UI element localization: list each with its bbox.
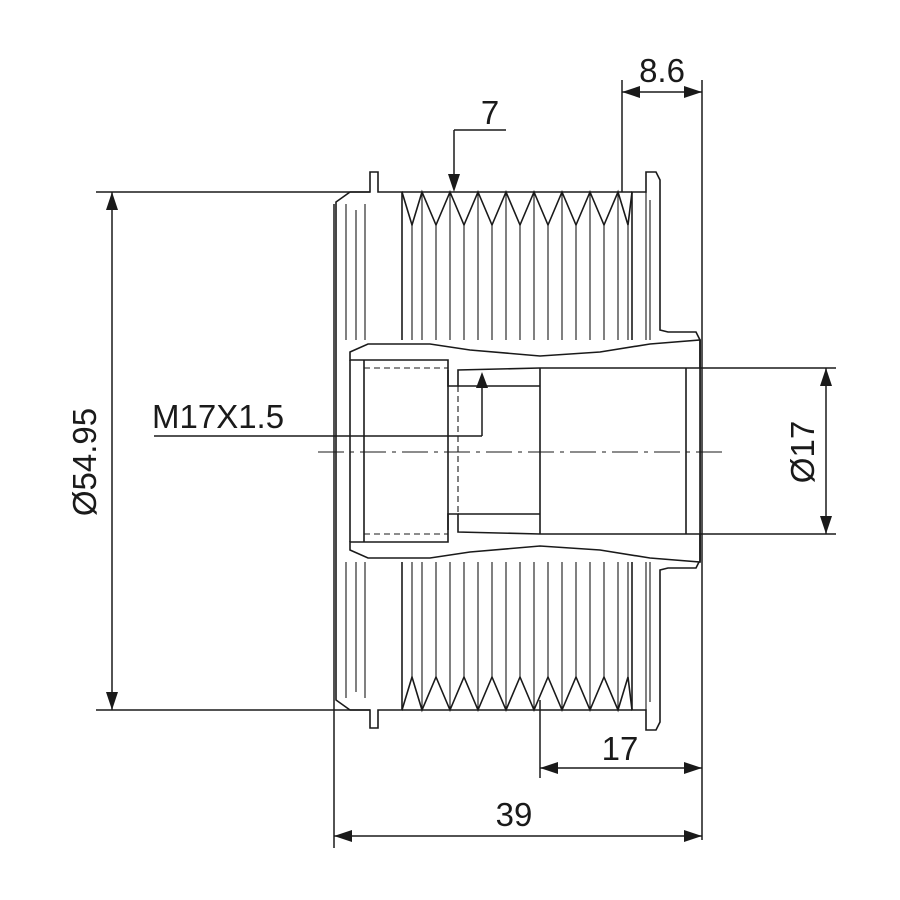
ribs-top	[401, 189, 633, 228]
dim-thread: M17X1.5	[152, 372, 488, 437]
thread-label: M17X1.5	[152, 398, 284, 435]
overall-length-label: 39	[496, 796, 533, 833]
pulley-body	[318, 171, 728, 731]
dim-flange-width: 8.6	[621, 52, 703, 840]
groove-count-label: 7	[481, 94, 499, 131]
dim-outer-diameter: Ø54.95	[66, 191, 370, 711]
outer-diameter-label: Ø54.95	[66, 408, 103, 516]
dim-bore-diameter: Ø17	[700, 367, 836, 535]
bore-outline	[349, 340, 701, 562]
bore-diameter-label: Ø17	[784, 421, 821, 483]
dim-groove-count: 7	[448, 94, 506, 192]
ribs-bottom	[401, 674, 633, 713]
dim-bore-length: 17	[539, 700, 702, 778]
bore-length-label: 17	[602, 730, 639, 767]
dim-overall-length: 39	[333, 204, 702, 848]
hub-collar	[335, 171, 403, 729]
flange-width-label: 8.6	[639, 52, 685, 89]
